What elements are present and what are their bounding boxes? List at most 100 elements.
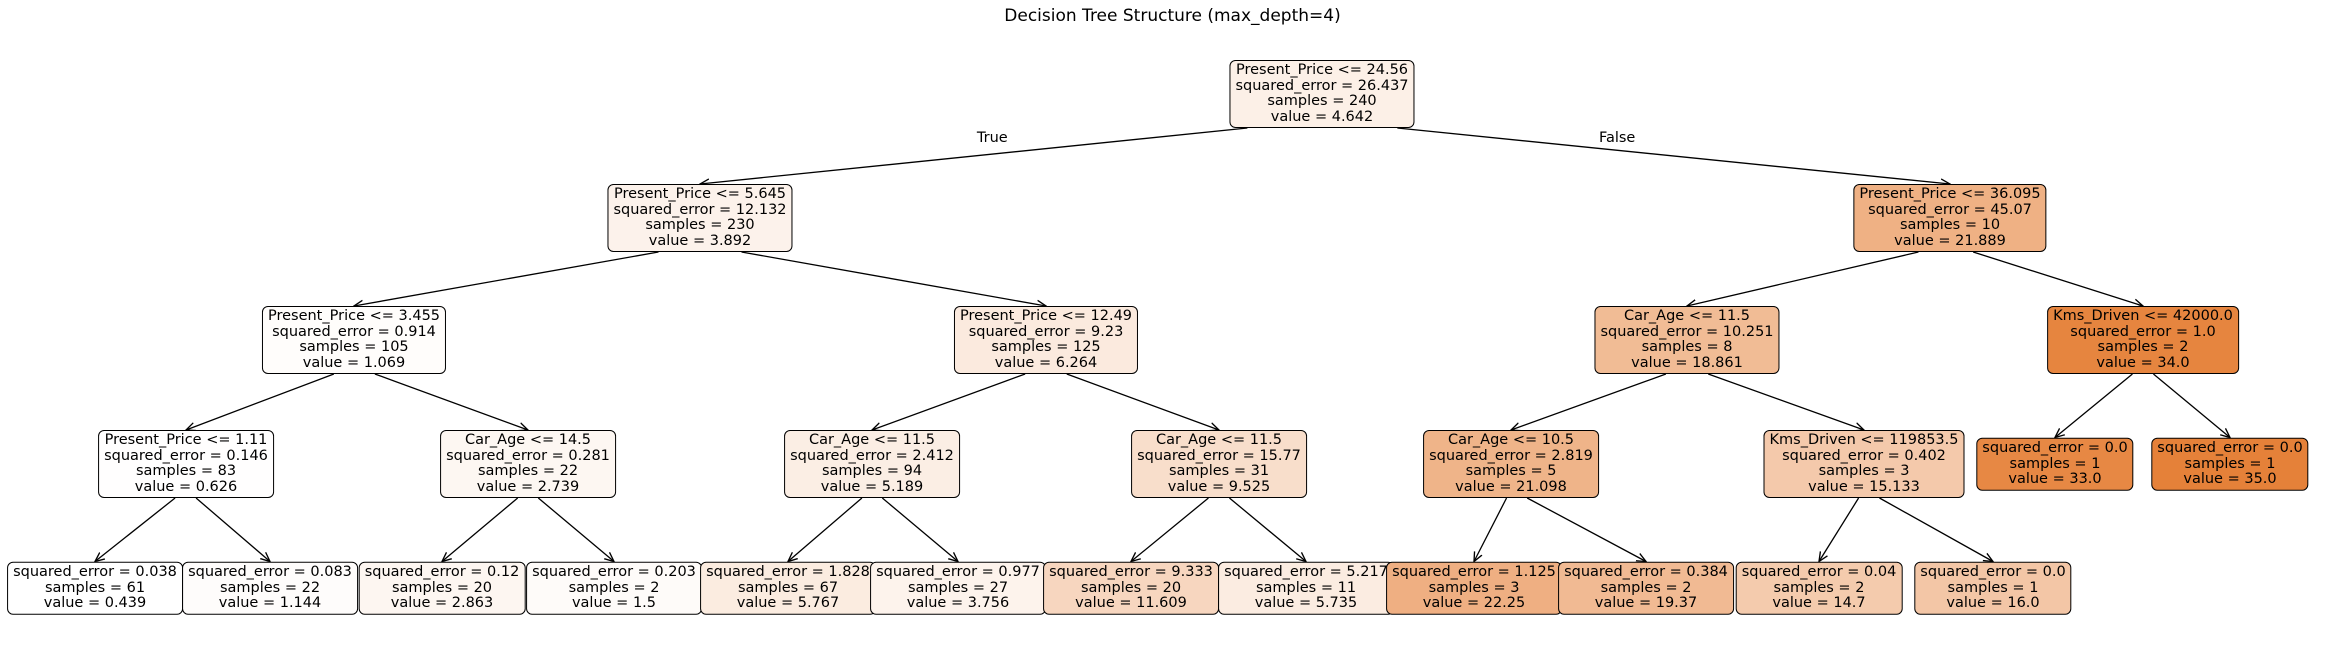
node-text-line: Present_Price <= 24.56 (1235, 62, 1409, 78)
node-text-line: squared_error = 12.132 (613, 201, 787, 218)
node-text-line: samples = 10 (1899, 217, 2001, 233)
node-text-line: value = 1.144 (218, 594, 322, 611)
tree-edge (374, 373, 528, 430)
node-text-line: samples = 1 (1947, 579, 2039, 596)
node-text-line: samples = 1 (2184, 455, 2276, 472)
node-text-line: samples = 230 (645, 217, 755, 233)
tree-edge (354, 251, 659, 306)
tree-edge (1687, 251, 1919, 306)
node-text-line: value = 21.889 (1894, 232, 2006, 249)
tree-edge (1397, 127, 1950, 184)
node-text-line: Car_Age <= 14.5 (464, 432, 592, 448)
edge-label-true: True (976, 129, 1008, 146)
tree-edge (741, 251, 1046, 306)
node-text-line: samples = 125 (991, 339, 1101, 355)
node-text-line: samples = 27 (907, 579, 1009, 596)
tree-edge (1819, 497, 1860, 562)
node-text-line: Present_Price <= 5.645 (613, 186, 787, 202)
tree-edge (95, 497, 176, 562)
node-text-line: value = 3.756 (906, 594, 1010, 611)
node-text-line: squared_error = 10.251 (1600, 323, 1774, 340)
tree-edge (186, 373, 335, 430)
node-text-line: samples = 8 (1641, 339, 1733, 355)
node-text-line: value = 5.189 (820, 478, 924, 495)
node-text-line: samples = 22 (477, 463, 579, 479)
node-text-line: samples = 2 (1773, 579, 1865, 596)
node-text-line: squared_error = 1.0 (2070, 323, 2216, 340)
tree-edge (1972, 251, 2143, 306)
node-text-line: Car_Age <= 10.5 (1447, 432, 1575, 448)
node-text-line: squared_error = 45.07 (1868, 201, 2032, 218)
node-text-line: Present_Price <= 1.11 (104, 432, 268, 448)
node-text-line: value = 21.098 (1455, 478, 1567, 495)
node-text-line: Kms_Driven <= 119853.5 (1769, 432, 1959, 448)
node-text-line: samples = 67 (737, 579, 839, 596)
node-text-line: squared_error = 9.23 (968, 323, 1124, 340)
node-text-line: squared_error = 0.146 (104, 447, 268, 464)
node-text-line: squared_error = 9.333 (1049, 563, 1213, 580)
node-text-line: value = 4.642 (1270, 108, 1374, 125)
node-text-line: Present_Price <= 12.49 (959, 308, 1133, 324)
edge-label-false: False (1598, 129, 1636, 146)
node-text-line: samples = 61 (44, 579, 146, 596)
node-text-line: squared_error = 1.828 (706, 563, 870, 580)
node-text-line: samples = 83 (135, 463, 237, 479)
node-text-line: value = 2.863 (390, 594, 494, 611)
node-text-line: squared_error = 0.914 (272, 323, 436, 340)
node-text-line: samples = 94 (821, 463, 923, 479)
tree-edge (537, 497, 614, 562)
node-text-line: Present_Price <= 3.455 (267, 308, 441, 324)
node-text-line: squared_error = 0.083 (188, 563, 352, 580)
node-text-line: squared_error = 0.0 (1982, 439, 2128, 456)
tree-edge (442, 497, 519, 562)
node-text-line: Car_Age <= 11.5 (1155, 432, 1283, 448)
chart-title: Decision Tree Structure (max_depth=4) (1004, 6, 1341, 26)
node-text-line: squared_error = 0.0 (1920, 563, 2066, 580)
tree-edge (1229, 497, 1306, 562)
node-text-line: samples = 3 (1428, 579, 1520, 596)
node-text-line: value = 6.264 (994, 354, 1098, 371)
tree-edge (700, 127, 1248, 184)
node-text-line: value = 18.861 (1631, 354, 1743, 371)
node-text-line: value = 14.7 (1772, 594, 1866, 611)
tree-edge (2055, 373, 2133, 438)
node-text-line: squared_error = 0.12 (364, 563, 520, 580)
tree-edge (788, 497, 863, 562)
node-text-line: value = 5.767 (736, 594, 840, 611)
node-text-line: squared_error = 0.977 (876, 563, 1040, 580)
node-text-line: samples = 105 (299, 339, 409, 355)
tree-edge (1879, 497, 1993, 562)
node-text-line: Present_Price <= 36.095 (1859, 186, 2041, 202)
node-text-line: squared_error = 2.819 (1429, 447, 1593, 464)
node-text-line: samples = 31 (1168, 463, 1270, 479)
tree-edge (2153, 373, 2230, 438)
node-text-line: squared_error = 0.04 (1741, 563, 1897, 580)
node-text-line: samples = 3 (1818, 463, 1910, 479)
node-text-line: samples = 20 (391, 579, 493, 596)
tree-edge (1526, 497, 1646, 562)
node-text-line: value = 11.609 (1075, 594, 1187, 611)
node-text-line: Car_Age <= 11.5 (808, 432, 936, 448)
node-text-line: Kms_Driven <= 42000.0 (2053, 308, 2233, 324)
node-text-line: value = 22.25 (1422, 594, 1526, 611)
node-text-line: squared_error = 0.384 (1564, 563, 1728, 580)
node-text-line: value = 0.626 (134, 478, 238, 495)
